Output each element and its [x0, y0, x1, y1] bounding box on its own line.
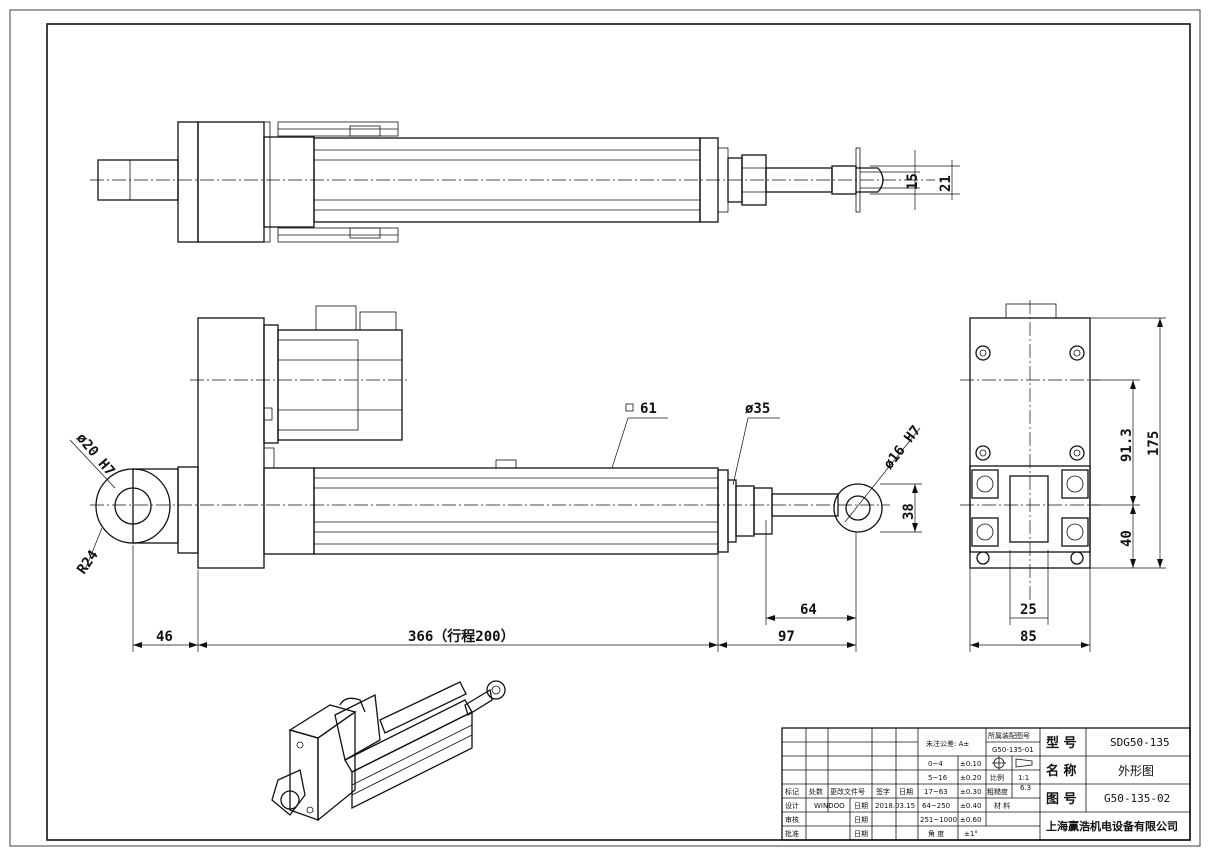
tol-value-3: ±0.30: [960, 788, 981, 796]
scale-value: 1:1: [1018, 774, 1029, 782]
designer-value: WINDOO: [814, 802, 845, 810]
approve-label: 批准: [785, 829, 799, 838]
tol-range-1: 0~4: [928, 760, 943, 768]
angle-label: 角 度: [928, 829, 944, 838]
label-phi35: ø35: [745, 401, 770, 417]
tol-value-1: ±0.10: [960, 760, 981, 768]
review-date-label: 日期: [854, 816, 868, 824]
top-view: 15 21: [90, 121, 960, 243]
roughness-label: 粗糙度: [987, 787, 1008, 796]
dim-91-3: 91.3: [1119, 428, 1135, 462]
dim-64: 64: [800, 602, 817, 618]
title-block: 未注公差: A± 所属装配图号 G50-135-01 0~4 ±0.10 5~1…: [781, 727, 1191, 841]
designer-label: 设计: [785, 801, 799, 810]
material-label: 材 料: [994, 801, 1010, 810]
label-61: 61: [640, 401, 657, 417]
dim-366: 366（行程200）: [408, 628, 515, 645]
outer-frame: [9, 9, 1201, 847]
scale-label: 比例: [990, 773, 1004, 782]
dim-25: 25: [1020, 602, 1037, 618]
isometric-view: [271, 680, 506, 822]
assembly-ref-value: G50-135-01: [992, 746, 1034, 754]
approve-date-label: 日期: [854, 830, 868, 838]
projection-symbol: [992, 756, 1033, 770]
drawing-no-value: G50-135-02: [1104, 792, 1170, 805]
assembly-ref-label: 所属装配图号: [988, 731, 1030, 740]
name-value: 外形图: [1118, 764, 1154, 778]
dim-46: 46: [156, 629, 173, 645]
dim-85: 85: [1020, 629, 1037, 645]
dim-15: 15: [905, 173, 921, 190]
review-label: 审核: [785, 815, 799, 824]
design-date-label: 日期: [854, 802, 868, 810]
label-phi16-h7: ø16 H7: [881, 423, 925, 473]
model-label: 型 号: [1046, 735, 1077, 751]
tol-range-5: 251~1000: [920, 816, 957, 824]
dim-38: 38: [901, 503, 917, 520]
dim-40: 40: [1119, 530, 1135, 547]
model-value: SDG50-135: [1110, 736, 1170, 749]
drawing-no-label: 图 号: [1046, 792, 1077, 807]
name-label: 名 称: [1046, 763, 1077, 779]
company-name: 上海赢浩机电设备有限公司: [1046, 819, 1178, 833]
dim-175: 175: [1146, 431, 1162, 456]
tolerance-note: 未注公差: A±: [926, 739, 969, 748]
col-change-doc: 更改文件号: [830, 787, 865, 796]
tol-value-5: ±0.60: [960, 816, 981, 824]
inner-frame: [46, 23, 1191, 841]
col-sign: 签字: [876, 787, 890, 796]
tol-value-4: ±0.40: [960, 802, 981, 810]
side-view: 91.3 175 40 25 85: [960, 300, 1166, 652]
label-r24: R24: [74, 547, 102, 577]
tol-value-2: ±0.20: [960, 774, 981, 782]
dim-21: 21: [938, 175, 954, 192]
angle-tol: ±1°: [964, 830, 978, 838]
col-date: 日期: [899, 788, 913, 796]
col-mark: 标记: [785, 787, 799, 796]
design-date: 2018.03.15: [875, 802, 915, 810]
front-view: 61 ø35 ø20 H7 R24 ø16 H7 38 64 46 366（行程…: [69, 305, 925, 652]
roughness-value: 6.3: [1020, 784, 1031, 792]
label-phi20-h7: ø20 H7: [73, 430, 118, 479]
col-count: 处数: [809, 787, 823, 796]
tol-range-2: 5~16: [928, 774, 948, 782]
tol-range-4: 64~250: [922, 802, 950, 810]
tol-range-3: 17~63: [924, 788, 948, 796]
dim-97: 97: [778, 629, 795, 645]
